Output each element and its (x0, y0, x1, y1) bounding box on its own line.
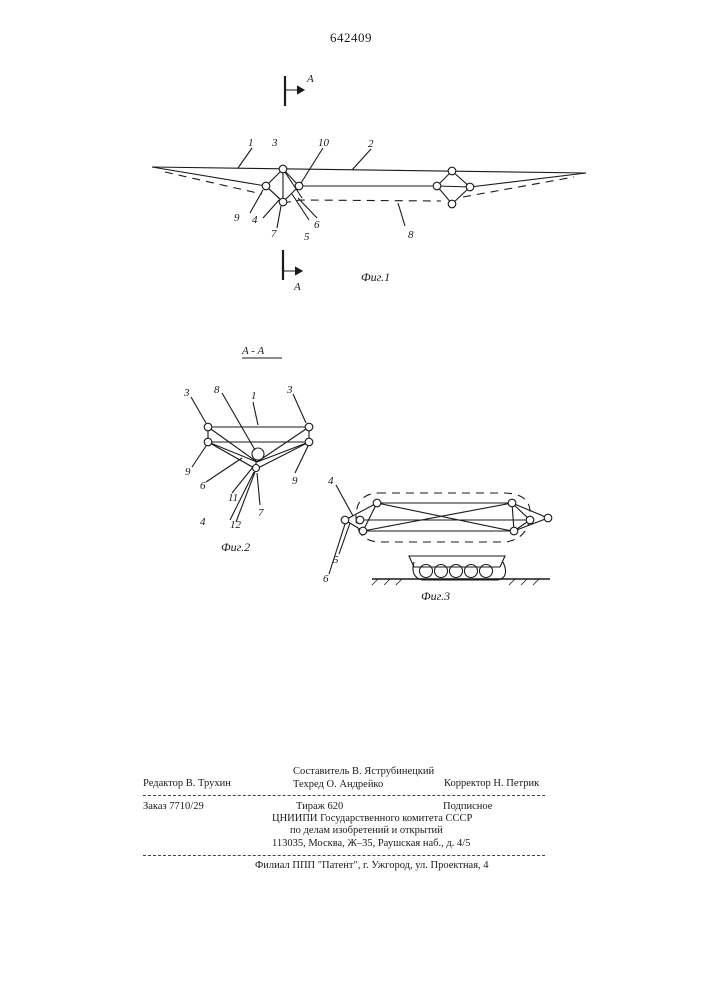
fig2-label-3b: 3 (286, 384, 293, 396)
fig2-label-12: 12 (230, 519, 242, 531)
fig1-label-9: 9 (234, 212, 240, 224)
section-mark-bottom: A (293, 281, 301, 293)
section-title: A - A (241, 345, 264, 357)
fig1-label-6: 6 (314, 219, 320, 231)
corrector: Корректор Н. Петрик (444, 778, 539, 789)
fig2-label-9b: 9 (292, 475, 298, 487)
fig3-label-6: 6 (323, 573, 329, 585)
fig1-label-2: 2 (368, 138, 374, 150)
fig1-label-10: 10 (318, 137, 330, 149)
fig3-caption: Фиг.3 (421, 589, 450, 603)
fig1-label-7: 7 (271, 228, 277, 240)
section-mark-top: A (306, 73, 314, 85)
fig1-label-1: 1 (248, 137, 254, 149)
order: Заказ 7710/29 (143, 801, 204, 812)
fig2-caption: Фиг.2 (221, 540, 250, 554)
fig3-label-5: 5 (333, 554, 339, 566)
fig1-label-3: 3 (271, 137, 278, 149)
figure-1-drawing (152, 76, 586, 280)
org-line-3: 113035, Москва, Ж–35, Раушская наб., д. … (272, 838, 470, 849)
org-line-1: ЦНИИПИ Государственного комитета СССР (272, 813, 472, 824)
fig2-label-7: 7 (258, 507, 264, 519)
composer: Составитель В. Яструбинецкий (293, 766, 434, 777)
divider-bottom (143, 855, 545, 856)
figure-3-drawing (329, 485, 552, 585)
subscription: Подписное (443, 801, 492, 812)
org-line-2: по делам изобретений и открытий (290, 825, 443, 836)
fig1-label-8: 8 (408, 229, 414, 241)
fig2-label-1: 1 (251, 390, 257, 402)
fig3-label-4: 4 (328, 475, 334, 487)
fig2-label-9a: 9 (185, 466, 191, 478)
fig2-label-8: 8 (214, 384, 220, 396)
editor: Редактор В. Трухин (143, 778, 231, 789)
fig1-caption: Фиг.1 (361, 270, 390, 284)
fig2-label-3a: 3 (183, 387, 190, 399)
figure-2-drawing (191, 358, 313, 522)
fig1-label-4: 4 (252, 214, 258, 226)
divider-top (143, 795, 545, 796)
fig2-label-4: 4 (200, 516, 206, 528)
branch: Филиал ППП "Патент", г. Ужгород, ул. Про… (255, 860, 489, 871)
techred: Техред О. Андрейко (293, 779, 383, 790)
fig2-label-6: 6 (200, 480, 206, 492)
fig2-label-11: 11 (228, 492, 238, 504)
fig1-label-5: 5 (304, 231, 310, 243)
circulation: Тираж 620 (296, 801, 343, 812)
